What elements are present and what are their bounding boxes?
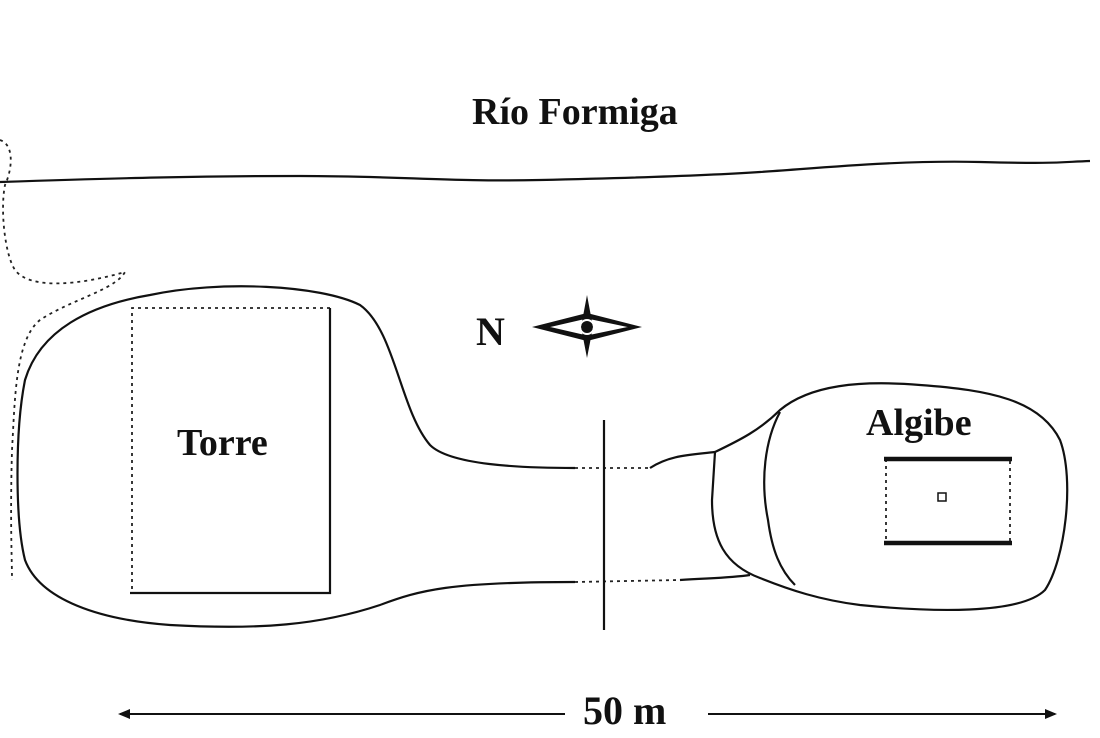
tower-wall-dotted	[131, 307, 330, 593]
outer-boundary	[0, 139, 127, 581]
cistern-opening	[937, 492, 947, 502]
scale-label: 50 m	[583, 688, 666, 733]
tower-label: Torre	[177, 422, 268, 464]
river-line	[0, 159, 1091, 184]
river-label: Río Formiga	[472, 91, 678, 133]
neck-dotted-bottom	[574, 579, 681, 583]
neck-connector	[649, 450, 751, 582]
cistern-inner-wall	[763, 411, 796, 586]
north-label: N	[476, 309, 505, 354]
cistern-outline	[710, 382, 1069, 612]
castle-outline	[16, 285, 576, 628]
scale-bar	[118, 709, 1057, 719]
north-arrow-icon	[532, 295, 642, 358]
cistern-tank	[885, 458, 1011, 544]
cistern-label: Algibe	[866, 402, 972, 444]
tower-wall-solid	[130, 308, 332, 595]
